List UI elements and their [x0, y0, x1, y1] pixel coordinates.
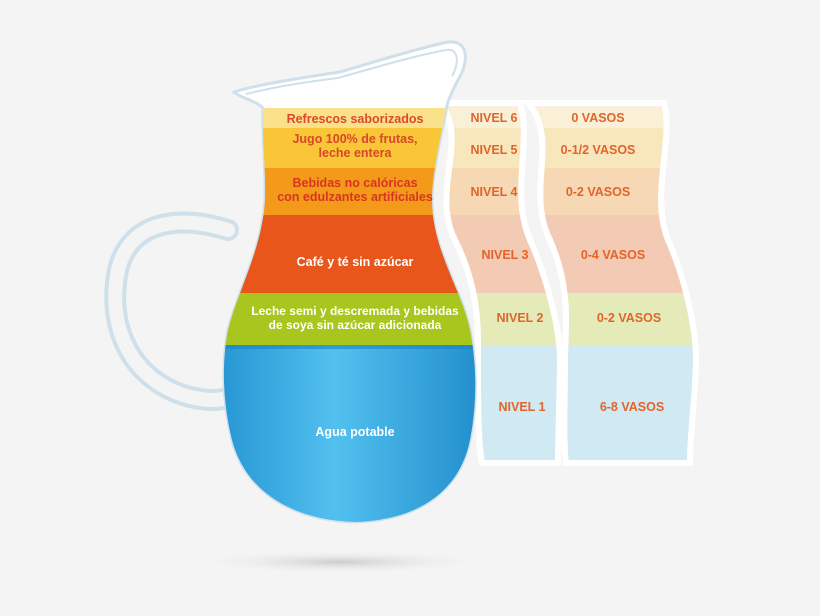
layer-nivel-5 — [223, 128, 476, 168]
vasos-label-5: 0-1/2 VASOS — [561, 143, 636, 157]
water-surface — [223, 345, 476, 349]
vasos-column-edge — [521, 100, 700, 466]
nivel-label-1: NIVEL 1 — [498, 400, 545, 414]
layer-label-2: de soya sin azúcar adicionada — [269, 318, 442, 332]
layer-label-4: Bebidas no calóricas — [292, 176, 417, 190]
nivel-label-4: NIVEL 4 — [470, 185, 517, 199]
layer-label-2: Leche semi y descremada y bebidas — [251, 304, 459, 318]
layer-label-5: leche entera — [319, 146, 393, 160]
nivel-label-3: NIVEL 3 — [481, 248, 528, 262]
pitcher-layers — [223, 108, 476, 522]
layer-nivel-3 — [223, 215, 476, 293]
pitcher-shadow — [190, 550, 490, 574]
vasos-label-3: 0-4 VASOS — [581, 248, 645, 262]
layer-label-3: Café y té sin azúcar — [297, 255, 414, 269]
nivel-label-6: NIVEL 6 — [470, 111, 517, 125]
layer-label-4: con edulzantes artificiales — [277, 190, 433, 204]
nivel-column-edge — [433, 100, 564, 466]
nivel-label-2: NIVEL 2 — [496, 311, 543, 325]
layer-label-1: Agua potable — [315, 425, 394, 439]
layer-label-6: Refrescos saborizados — [287, 112, 424, 126]
nivel-label-5: NIVEL 5 — [470, 143, 517, 157]
vasos-label-1: 6-8 VASOS — [600, 400, 664, 414]
pitcher-spout — [245, 48, 458, 95]
vasos-label-4: 0-2 VASOS — [566, 185, 630, 199]
layer-label-5: Jugo 100% de frutas, — [292, 132, 417, 146]
vasos-label-6: 0 VASOS — [571, 111, 624, 125]
layer-nivel-2 — [223, 293, 476, 345]
layer-nivel-6 — [223, 108, 476, 128]
layer-nivel-1 — [223, 345, 476, 522]
vasos-band-6 — [528, 108, 696, 128]
vasos-label-2: 0-2 VASOS — [597, 311, 661, 325]
